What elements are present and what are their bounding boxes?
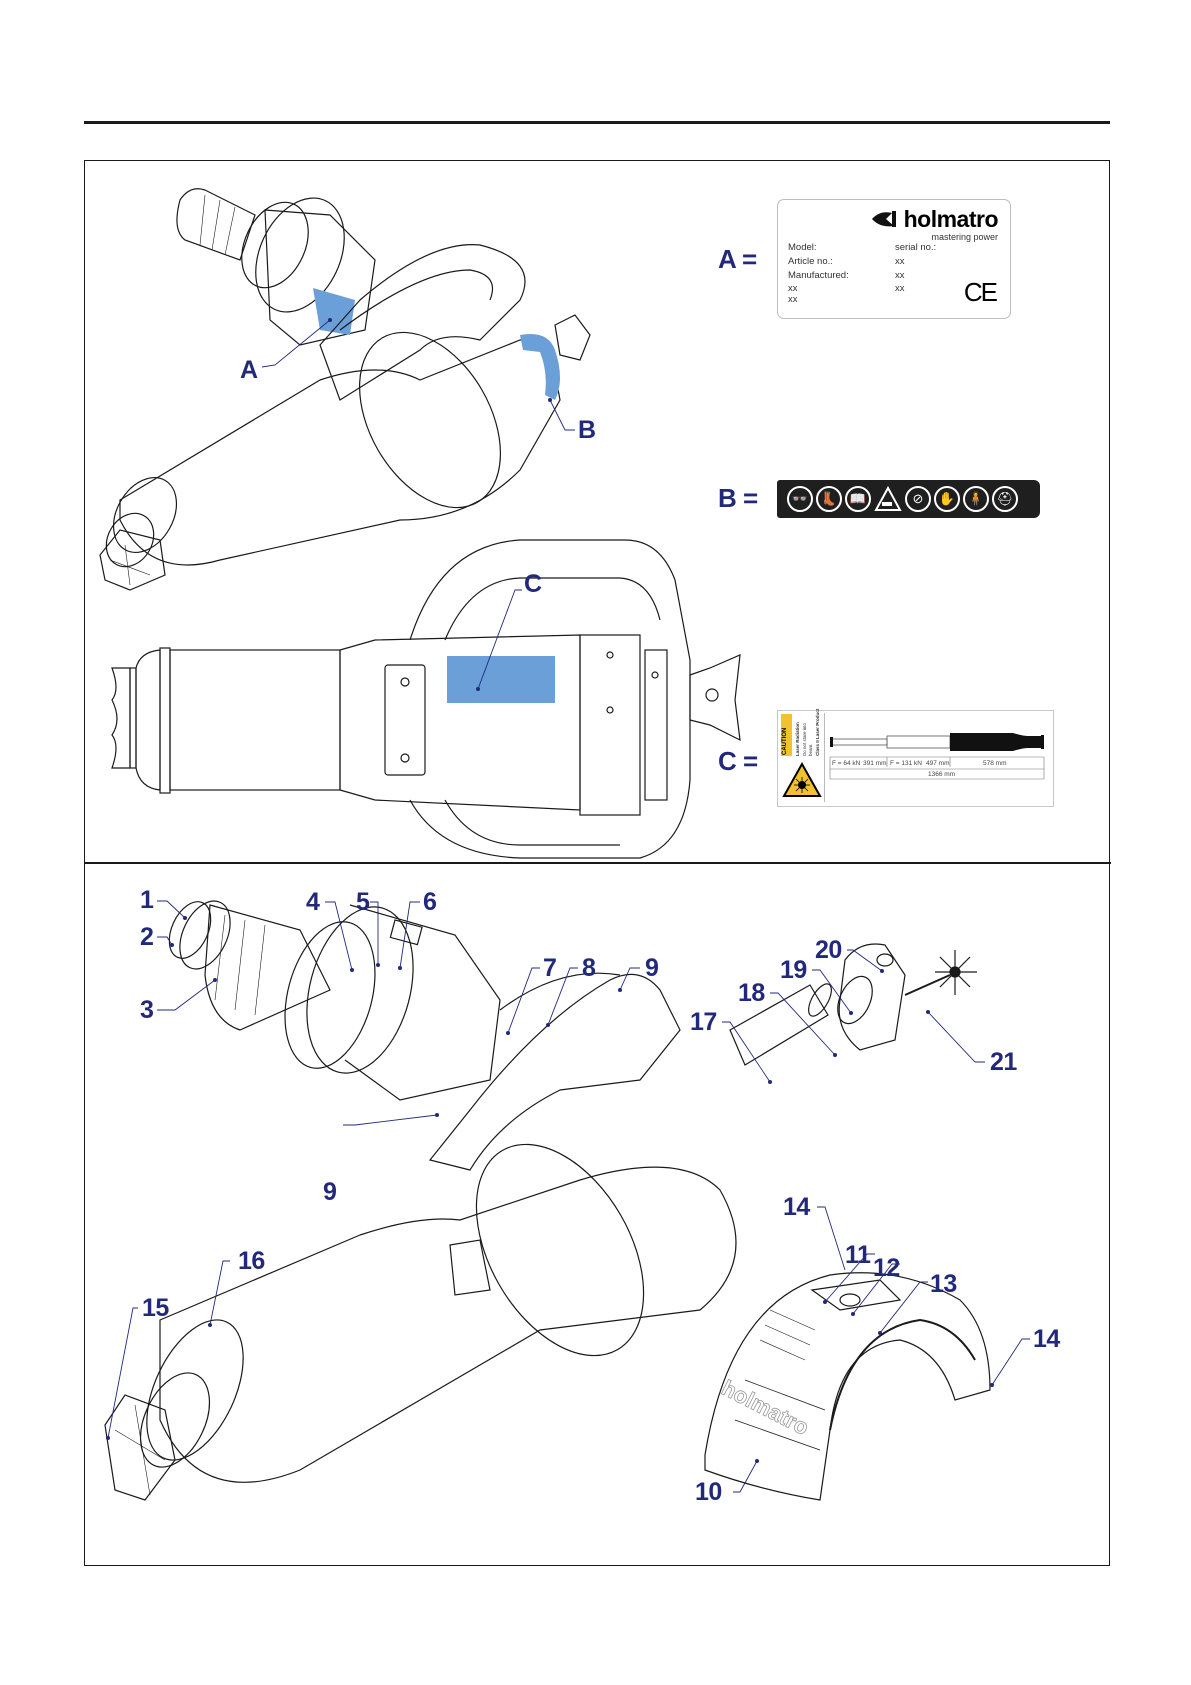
gloves-icon: ✋: [934, 486, 960, 512]
callout-7: 7: [543, 954, 557, 982]
laser-warning-icon: [782, 761, 822, 804]
no-hands-icon: ⊘: [905, 486, 931, 512]
callout-14-right: 14: [1033, 1325, 1060, 1353]
plan-tool-view: [111, 539, 741, 859]
label-b-key: B =: [718, 483, 758, 513]
nameplate-article-label: Article no.:: [788, 256, 833, 267]
callout-16: 16: [238, 1247, 265, 1275]
nameplate-extra-value: xx: [895, 283, 905, 294]
caution-class: Class II Laser Product: [815, 708, 820, 756]
caution-line-2: beam.: [808, 743, 813, 756]
callout-6: 6: [423, 888, 437, 916]
stage1-length: 391 mm: [863, 760, 887, 767]
holmatro-logo-text: holmatro: [903, 206, 999, 232]
label-b-pictogram-strip: 👓 👢 📖 ⊘ ✋ 🧍 ⛑: [777, 480, 1040, 518]
total-length: 1366 mm: [928, 771, 956, 778]
helmet-icon: ⛑: [992, 486, 1018, 512]
nameplate-extra-2: xx: [788, 294, 798, 305]
header-rule: [84, 121, 1110, 124]
label-a-nameplate: holmatro mastering power Model: Article …: [777, 199, 1011, 319]
callout-2: 2: [140, 923, 154, 951]
label-b-zone: [520, 334, 560, 400]
callout-20: 20: [815, 936, 842, 964]
callout-9-lower: 9: [323, 1178, 337, 1206]
callout-11: 11: [845, 1241, 871, 1269]
callout-10: 10: [695, 1478, 722, 1506]
callout-a: A: [240, 356, 258, 384]
ce-mark-icon: CE: [963, 277, 998, 307]
callout-17: 17: [690, 1008, 717, 1036]
leader-lines: [106, 900, 1030, 1493]
nameplate-article-value: xx: [895, 256, 905, 267]
nameplate-serial-label: serial no.:: [895, 242, 937, 253]
nameplate-manufactured-label: Manufactured:: [788, 270, 849, 281]
nameplate-extra-1: xx: [788, 283, 798, 294]
exploded-tool-view: [104, 900, 991, 1501]
stage2-force: F = 131 kN: [890, 760, 922, 767]
label-a-key: A =: [718, 244, 757, 274]
label-a-zone: [313, 288, 355, 335]
callout-8: 8: [582, 954, 596, 982]
callout-18: 18: [738, 979, 765, 1007]
protective-suit-icon: 🧍: [963, 486, 989, 512]
read-manual-icon: 📖: [845, 486, 871, 512]
caution-line-1: Do not stare into: [802, 722, 807, 756]
label-c-zone: [447, 656, 555, 703]
callout-19: 19: [780, 956, 807, 984]
laser-caution-panel: CAUTION Laser Radiation Do not stare int…: [780, 709, 825, 804]
caution-top: CAUTION Laser Radiation Do not stare int…: [780, 709, 824, 757]
safety-boots-icon: 👢: [816, 486, 842, 512]
callout-15: 15: [142, 1294, 169, 1322]
stage1-force: F = 64 kN: [832, 760, 861, 767]
holmatro-logo-mark-icon: [871, 207, 902, 227]
callout-21: 21: [990, 1048, 1017, 1076]
callout-13: 13: [930, 1270, 957, 1298]
crush-hazard-icon: [874, 486, 902, 512]
holmatro-tagline: mastering power: [931, 232, 998, 242]
caution-title: CAUTION: [782, 727, 788, 755]
callout-14-top: 14: [783, 1193, 810, 1221]
nameplate-manufactured-value: xx: [895, 270, 905, 281]
callout-b: B: [578, 416, 596, 444]
callout-1: 1: [140, 886, 154, 914]
holmatro-logo: holmatro: [871, 206, 999, 233]
caution-strip: [781, 714, 792, 756]
label-c-stroke-label: CAUTION Laser Radiation Do not stare int…: [777, 709, 1054, 807]
body-length: 578 mm: [983, 760, 1007, 767]
nameplate-model-label: Model:: [788, 242, 817, 253]
callout-c: C: [524, 570, 542, 598]
panel-divider: [84, 862, 1111, 864]
callout-4: 4: [306, 888, 320, 916]
laser-burst-icon: [935, 950, 977, 995]
callout-9-top: 9: [645, 954, 659, 982]
label-c-key: C =: [718, 746, 758, 776]
safety-glasses-icon: 👓: [787, 486, 813, 512]
caution-heading: Laser Radiation: [795, 722, 800, 756]
callout-5: 5: [356, 888, 370, 916]
stage2-length: 497 mm: [926, 760, 950, 767]
callout-12: 12: [873, 1254, 900, 1282]
stroke-diagram: [829, 733, 1045, 780]
isometric-tool-view-top: [99, 188, 591, 591]
callout-3: 3: [140, 996, 154, 1024]
